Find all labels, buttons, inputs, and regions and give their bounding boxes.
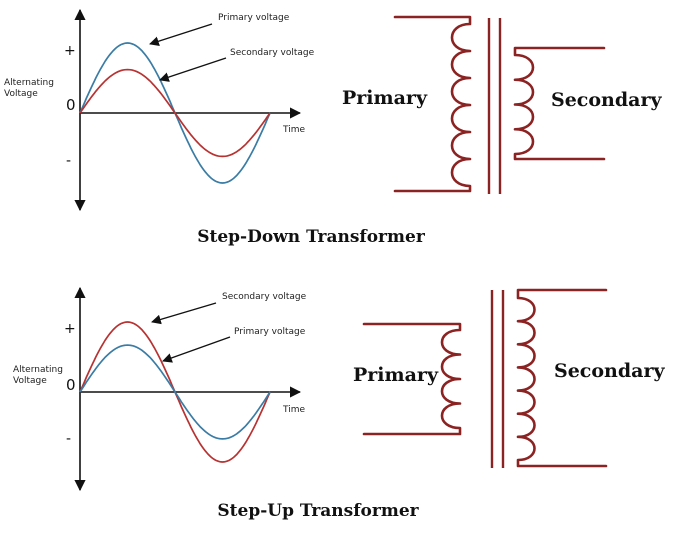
annotation-primary-voltage: Primary voltage — [218, 13, 290, 23]
primary-label: Primary — [353, 364, 439, 386]
minus-sign: - — [66, 153, 71, 169]
y-axis-label-line2: Voltage — [4, 89, 38, 99]
annotation-secondary-voltage: Secondary voltage — [222, 292, 307, 302]
y-axis-label-line1: Alternating — [4, 78, 54, 88]
secondary-winding — [513, 46, 606, 161]
annotation-secondary-voltage: Secondary voltage — [230, 48, 315, 58]
step-down-caption: Step-Down Transformer — [197, 227, 426, 247]
step-up-panel: + - 0 Alternating Voltage Time Secondary… — [13, 286, 665, 521]
step-down-transformer: Primary Secondary — [342, 15, 662, 194]
x-axis-label: Time — [282, 125, 305, 135]
step-up-graph: + - 0 Alternating Voltage Time Secondary… — [13, 286, 307, 492]
zero-label: 0 — [66, 96, 76, 114]
annotation-arrow-secondary — [159, 57, 227, 82]
zero-label: 0 — [66, 376, 76, 394]
step-down-graph: + - 0 Alternating Voltage Time Primary v… — [4, 8, 315, 212]
secondary-winding — [516, 288, 608, 468]
annotation-arrow-primary — [162, 336, 231, 363]
minus-sign: - — [66, 431, 71, 447]
step-down-panel: + - 0 Alternating Voltage Time Primary v… — [4, 8, 662, 247]
plus-sign: + — [64, 321, 76, 337]
step-up-transformer: Primary Secondary — [353, 288, 665, 468]
y-axis-label-line1: Alternating — [13, 365, 63, 375]
primary-winding — [362, 322, 462, 436]
y-axis-label-line2: Voltage — [13, 376, 47, 386]
annotation-arrow-primary — [149, 23, 213, 46]
primary-winding — [393, 15, 472, 193]
secondary-voltage-wave — [79, 68, 271, 158]
step-up-caption: Step-Up Transformer — [217, 501, 419, 521]
secondary-label: Secondary — [551, 89, 662, 111]
secondary-label: Secondary — [554, 360, 665, 382]
annotation-primary-voltage: Primary voltage — [234, 327, 306, 337]
plus-sign: + — [64, 43, 76, 59]
primary-label: Primary — [342, 87, 428, 109]
annotation-arrow-secondary — [151, 302, 217, 325]
primary-voltage-wave — [79, 344, 271, 440]
x-axis-label: Time — [282, 405, 305, 415]
